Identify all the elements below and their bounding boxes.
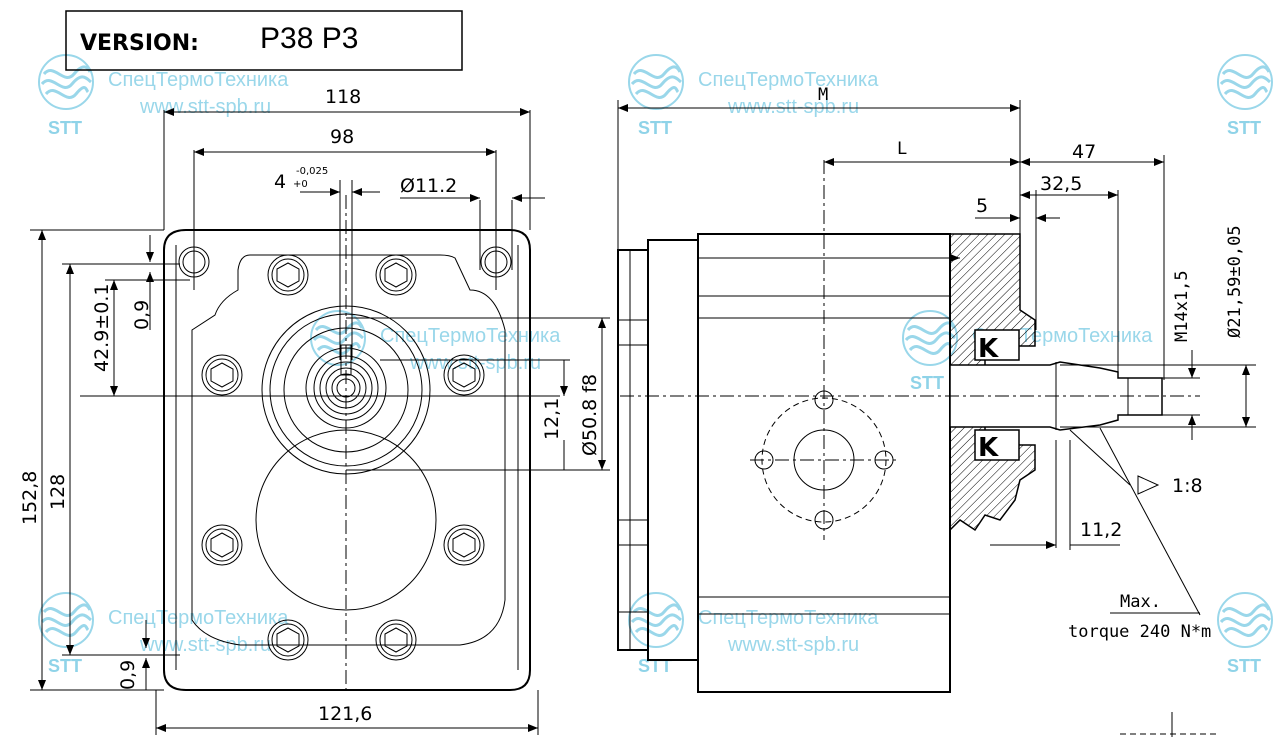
dim-key-tol-upper: -0,025 xyxy=(296,166,328,177)
dim-width-98: 98 xyxy=(330,126,354,148)
watermark-url: www.stt-spb.ru xyxy=(727,96,859,118)
dim-thread: M14x1,5 xyxy=(1172,270,1192,342)
dim-5: 5 xyxy=(976,195,988,217)
note-max: Max. xyxy=(1120,592,1161,612)
watermark-logo-text: STT xyxy=(910,373,944,393)
stt-logo-icon xyxy=(627,591,685,649)
svg-text:K: K xyxy=(978,433,999,463)
watermark-logo-text: STT xyxy=(48,118,82,138)
watermark-logo-text: STT xyxy=(1227,118,1261,138)
bearing-icon xyxy=(974,329,1020,361)
dim-47: 47 xyxy=(1072,141,1096,163)
watermark-company: СпецТермоТехника xyxy=(698,69,879,91)
stt-logo-icon xyxy=(627,53,685,111)
bearing-icon xyxy=(974,429,1020,461)
dim-taper: 1:8 xyxy=(1172,475,1203,497)
dim-width-118: 118 xyxy=(325,86,361,108)
bolt-icon xyxy=(443,524,485,566)
watermark-url: www.stt-spb.ru xyxy=(139,96,271,118)
stt-logo-icon xyxy=(37,591,95,649)
dim-key-width: 4 xyxy=(274,171,286,193)
dim-key-depth: 12,1 xyxy=(541,398,563,440)
bolt-icon xyxy=(201,354,243,396)
stt-logo-icon xyxy=(901,309,959,367)
svg-text:K: K xyxy=(978,334,999,364)
bolt-icon xyxy=(201,524,243,566)
watermark-url: www.stt-spb.ru xyxy=(727,634,859,656)
version-label: VERSION: xyxy=(80,31,199,56)
pump-body xyxy=(191,254,506,646)
stt-logo-icon xyxy=(1216,591,1274,649)
watermark-company: СпецТермоТехника xyxy=(698,607,879,629)
watermark-logo-text: STT xyxy=(638,118,672,138)
watermark-company: СпецТермоТехника xyxy=(380,325,561,347)
dim-M: M xyxy=(818,85,828,105)
stt-logo-icon xyxy=(1216,53,1274,111)
taper-icon xyxy=(1137,475,1160,495)
dim-height-128: 128 xyxy=(47,474,69,510)
dim-hole-diameter: Ø11.2 xyxy=(400,175,457,197)
watermark-bottom-center: STT СпецТермоТехника www.stt-spb.ru xyxy=(627,591,879,676)
bolt-icon xyxy=(375,619,417,661)
rear-cover xyxy=(617,249,649,651)
note-torque: torque 240 N*m xyxy=(1068,622,1211,642)
side-view: K K M L 47 32,5 5 M14x1,5 xyxy=(617,85,1256,737)
watermark-logo-text: STT xyxy=(1227,656,1261,676)
dim-height-152: 152,8 xyxy=(19,471,41,525)
bolt-icon xyxy=(267,254,309,296)
version-box: VERSION: P38 P3 xyxy=(65,10,463,71)
dim-pilot-diameter: Ø50.8 f8 xyxy=(579,374,601,456)
dim-base-width: 121,6 xyxy=(318,703,372,725)
dim-L: L xyxy=(897,139,907,159)
dim-shaft-offset: 42.9±0.1 xyxy=(91,284,113,372)
dim-key-tol-lower: +0 xyxy=(293,179,308,190)
watermark-logo-text: STT xyxy=(48,656,82,676)
dim-11-2: 11,2 xyxy=(1080,519,1122,541)
watermark-url: www.stt-spb.ru xyxy=(139,634,271,656)
front-view: 118 98 4 -0,025 +0 Ø11.2 152,8 128 42.9±… xyxy=(19,86,610,735)
watermark-company: СпецТермоТехника xyxy=(108,69,289,91)
flange-outline xyxy=(163,229,531,691)
watermark-company: СпецТермоТехника xyxy=(108,607,289,629)
watermark-mid-left: СпецТермоТехника www.stt-spb.ru xyxy=(309,309,561,374)
version-value: P38 P3 xyxy=(260,22,358,55)
watermark-top-center: STT СпецТермоТехника www.stt-spb.ru xyxy=(627,53,879,138)
dim-top-gap: 0,9 xyxy=(131,300,153,330)
watermark-bottom-right: STT xyxy=(1216,591,1274,676)
dim-bottom-gap: 0,9 xyxy=(117,660,139,690)
watermark-bottom-left: STT СпецТермоТехника www.stt-spb.ru xyxy=(37,591,289,676)
bolt-icon xyxy=(375,254,417,296)
watermark-top-right: STT xyxy=(1216,53,1274,138)
dim-shaft-diameter: Ø21,59±0,05 xyxy=(1225,225,1245,338)
dim-32-5: 32,5 xyxy=(1040,173,1082,195)
